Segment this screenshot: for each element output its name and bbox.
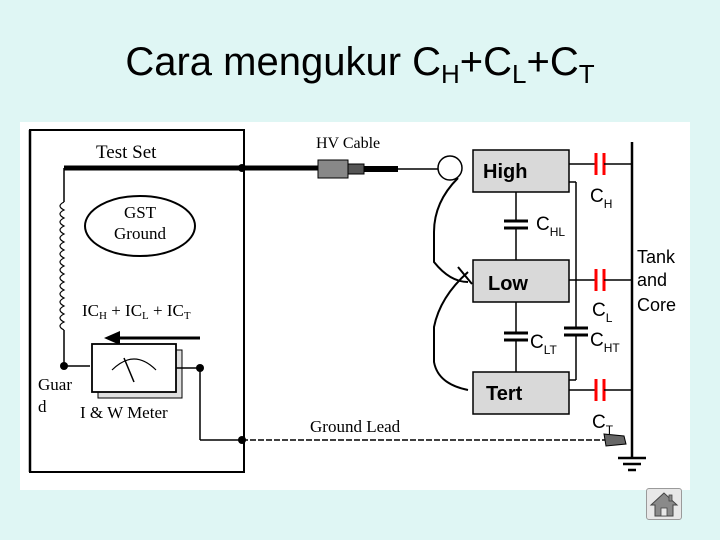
winding-high-label: High (483, 161, 527, 183)
cap-ct-label: CT (592, 412, 614, 437)
gst-ground-ellipse (84, 195, 196, 257)
meter-needle (123, 357, 135, 383)
hv-cable-label: HV Cable (316, 135, 380, 152)
slide-title: Cara mengukur CH+CL+CT (0, 38, 720, 89)
short-wire-low-tert (433, 271, 469, 391)
hv-clip-loop (437, 155, 463, 181)
title-plus-2: +C (526, 40, 579, 84)
winding-tert-label: Tert (486, 383, 523, 405)
home-icon (649, 492, 679, 517)
short-wire-high-low (433, 177, 469, 283)
cap-cl-label: CL (592, 300, 613, 325)
title-sub-t: T (578, 59, 595, 89)
ground-lead-label: Ground Lead (310, 417, 401, 436)
winding-low-label: Low (488, 273, 528, 295)
title-text: Cara mengukur C (125, 40, 442, 84)
guard-label-line2: d (38, 397, 47, 416)
tank-label-line1: Tank (637, 247, 676, 267)
current-label: ICH + ICL + ICT (82, 301, 191, 322)
gst-label-line1: GST (124, 203, 157, 222)
ground-clip (603, 433, 627, 447)
transformer-coil (59, 201, 66, 331)
meter-box (91, 343, 177, 393)
junction-dot (238, 164, 246, 172)
guard-dot (60, 362, 68, 370)
short-wire-cross (457, 266, 473, 285)
meter-scale (111, 358, 157, 371)
hv-connector-neck (347, 163, 365, 175)
tank-label-line3: Core (637, 295, 676, 315)
title-plus-1: +C (459, 40, 513, 84)
winding-high-box (472, 149, 570, 193)
cap-chl-label: CHL (536, 214, 565, 239)
cap-clt-label: CLT (530, 332, 558, 357)
tank-label-line2: and (637, 270, 667, 290)
circuit-diagram: Test Set GST Ground ICH + ICL + ICT Guar… (28, 129, 676, 473)
winding-low-box (472, 259, 570, 303)
title-sub-h: H (441, 59, 460, 89)
test-set-label: Test Set (96, 142, 157, 163)
current-arrow-head (104, 331, 120, 345)
hv-connector (317, 159, 349, 179)
winding-tert-box (472, 371, 570, 415)
guard-label-line1: Guar (38, 375, 72, 394)
title-sub-l: L (512, 59, 527, 89)
gst-label-line2: Ground (114, 224, 166, 243)
diagram-panel: Test Set GST Ground ICH + ICL + ICT Guar… (20, 122, 690, 490)
home-button[interactable] (646, 488, 682, 520)
cap-ch-label: CH (590, 186, 612, 211)
cap-cht-label: CHT (590, 330, 620, 355)
meter-label: I & W Meter (80, 403, 168, 422)
